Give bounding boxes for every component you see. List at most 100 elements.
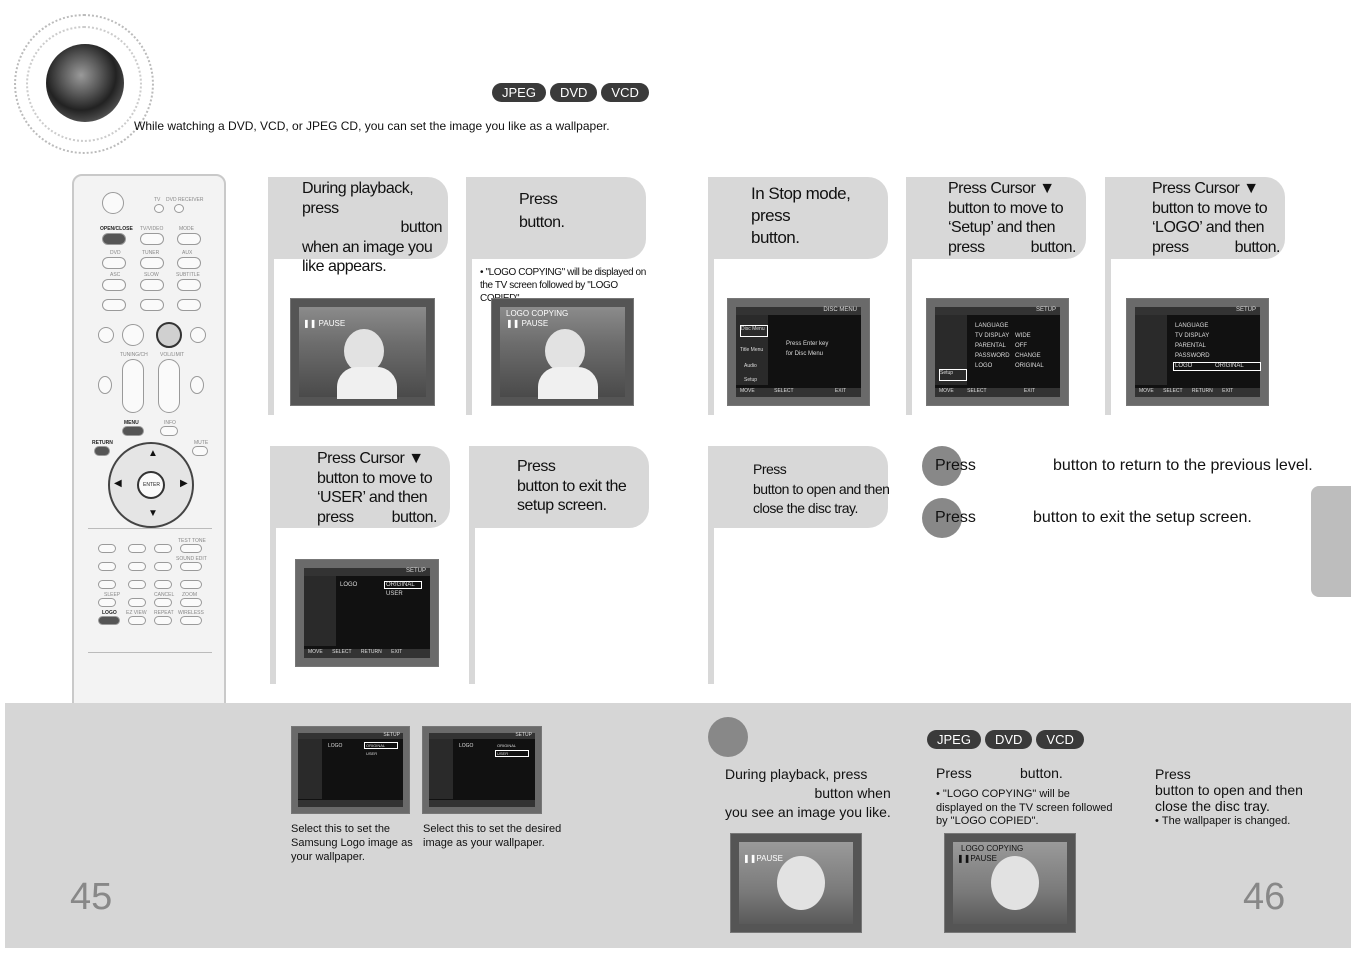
step-6-press: press	[317, 508, 354, 526]
step-1-line-3: when an image you	[302, 238, 433, 256]
logo-user-title: SETUP	[515, 732, 532, 738]
setup-logo-titlebar	[1135, 307, 1260, 315]
step-1-text: During playback, press button when an im…	[302, 179, 443, 277]
remote-label-return: RETURN	[92, 440, 113, 446]
screen-logo-user: SETUP LOGO ORIGINAL USER	[422, 726, 542, 814]
remote-sound-edit-button	[180, 562, 202, 571]
setup-logo-highlight	[1173, 362, 1261, 371]
menu-button-badge	[922, 498, 962, 538]
step-7-line-1: Press	[517, 458, 556, 475]
step-card-6	[270, 446, 450, 528]
setup-row-tv-display: TV DISPLAY	[975, 333, 1010, 339]
setup-user-logo-item: LOGO	[340, 582, 358, 588]
screen-logo-original: SETUP LOGO ORIGINAL USER	[291, 726, 410, 814]
logo-user-sidebar	[429, 739, 453, 799]
step-6-button-word: button.	[391, 508, 438, 526]
remote-subtitle-button	[177, 279, 201, 291]
remote-label-open-close: OPEN/CLOSE	[100, 226, 133, 232]
setup-user-title: SETUP	[405, 568, 426, 574]
setup-footer: MOVE SELECT EXIT	[935, 388, 1060, 397]
setup-user-original: ORIGINAL	[386, 582, 415, 588]
band-step-a-line-3: you see an image you like.	[725, 804, 891, 820]
setup-logo-row-logo: LOGO	[1175, 363, 1193, 369]
setup-user-footer: MOVE SELECT RETURN EXIT	[304, 649, 430, 658]
step-4-line-3: ‘Setup’ and then	[948, 219, 1056, 236]
logo-original-sidebar	[298, 739, 322, 799]
screen-band-pause: ❚❚PAUSE	[730, 833, 862, 933]
step-3-text: In Stop mode, press button.	[751, 183, 851, 249]
remote-prev-button	[98, 327, 114, 343]
child-shirt-image-2	[538, 367, 598, 399]
bottom-band	[5, 703, 1351, 948]
pause-label: ❚❚ PAUSE	[303, 319, 346, 328]
baby-face-image	[777, 856, 825, 910]
remote-num-5	[128, 562, 146, 571]
remote-movie-button	[177, 299, 201, 311]
setup-sidebar	[935, 315, 967, 385]
intro-text: While watching a DVD, VCD, or JPEG CD, y…	[134, 119, 610, 133]
format-pill-vcd: VCD	[601, 83, 649, 102]
step-2-text: Press button.	[519, 190, 565, 232]
remote-label-wireless: WIRELESS	[178, 610, 204, 616]
remote-num-9	[154, 580, 172, 589]
logo-original-opt-2: USER	[366, 751, 378, 756]
press-enter-text: Press Enter key	[786, 341, 829, 347]
footer-move: MOVE	[740, 388, 755, 394]
step-5-text: Press Cursor ▼ button to move to ‘LOGO’ …	[1152, 179, 1281, 257]
step-card-3-bar	[708, 177, 714, 415]
screen-setup-user: SETUP LOGO ORIGINAL USER MOVE SELECT RET…	[295, 559, 439, 667]
remote-label-tuner: TUNER	[142, 250, 160, 256]
setup-row-logo: LOGO	[975, 363, 993, 369]
logo-user-titlebar	[429, 733, 535, 739]
disc-menu-area: DISC MENU Disc Menu Title Menu Audio Set…	[736, 307, 861, 397]
band-step-b-note: • "LOGO COPYING" will be displayed on th…	[936, 788, 1113, 827]
band-pill-dvd: DVD	[984, 730, 1033, 749]
remote-cancel-button	[154, 598, 172, 607]
setup-logo-title: SETUP	[1235, 307, 1256, 313]
setup-footer-select: SELECT	[967, 388, 987, 394]
remote-mode-button	[177, 233, 201, 245]
remote-num-4	[98, 562, 116, 571]
setup-user-footer-exit: EXIT	[391, 649, 403, 655]
format-pill-jpeg: JPEG	[492, 83, 546, 102]
screen-photo-pause: ❚❚ PAUSE	[290, 298, 435, 406]
band-step-c: Press button to open and then close the …	[1155, 766, 1303, 814]
remote-label-tv: TV	[154, 197, 161, 203]
remote-cursor-down-icon: ▼	[148, 508, 158, 519]
setup-menu-area: SETUP Setup LANGUAGE TV DISPLAY WIDE PAR…	[935, 307, 1060, 397]
speaker-logo-ring-inner	[26, 26, 142, 142]
disc-menu-side-item-2: Title Menu	[740, 347, 764, 353]
setup-logo-area: SETUP LANGUAGE TV DISPLAY PARENTAL PASSW…	[1135, 307, 1261, 397]
step-3-line-3: button.	[751, 228, 800, 247]
disc-menu-sidebar	[736, 315, 768, 385]
remote-tv-switch	[154, 204, 164, 213]
disc-menu-side-item-1: Disc Menu	[740, 325, 768, 337]
disc-menu-footer: MOVE SELECT EXIT	[736, 388, 861, 397]
setup-val-change: CHANGE	[1015, 353, 1041, 359]
baby-face-image-2	[991, 856, 1039, 910]
remote-num-2	[128, 544, 146, 553]
step-card-8-bar	[708, 446, 714, 684]
step-4-line-1: Press Cursor ▼	[948, 180, 1055, 197]
setup-logo-row-parental: PARENTAL	[1175, 343, 1206, 349]
step-1-line-2: button	[400, 219, 443, 236]
setup-user-footer-select: SELECT	[332, 649, 352, 655]
band-step-c-note: • The wallpaper is changed.	[1155, 815, 1291, 827]
logo-original-item: LOGO	[328, 743, 343, 749]
pause-label-2: ❚❚ PAUSE	[506, 319, 549, 328]
band-step-a-line-2: button when	[814, 785, 891, 801]
child-face-image	[344, 329, 384, 373]
logo-user-area: SETUP LOGO ORIGINAL USER	[429, 732, 535, 807]
band-logo-copying-label: LOGO COPYING	[961, 844, 1024, 853]
remote-ez-view-button	[128, 616, 146, 625]
remote-cursor-up-icon: ▲	[148, 448, 158, 459]
screen-band-logo-copying: LOGO COPYING ❚❚PAUSE	[944, 833, 1076, 933]
photo-area-2: LOGO COPYING ❚❚ PAUSE	[500, 307, 625, 399]
remote-mute-button	[192, 446, 208, 456]
setup-side-selected: Setup	[939, 369, 967, 381]
page-number-left: 45	[70, 876, 113, 918]
setup-user-footer-return: RETURN	[360, 649, 382, 655]
speaker-logo-ring	[14, 14, 154, 154]
remote-label-menu: MENU	[124, 420, 139, 426]
pause-text-2: PAUSE	[521, 319, 549, 328]
